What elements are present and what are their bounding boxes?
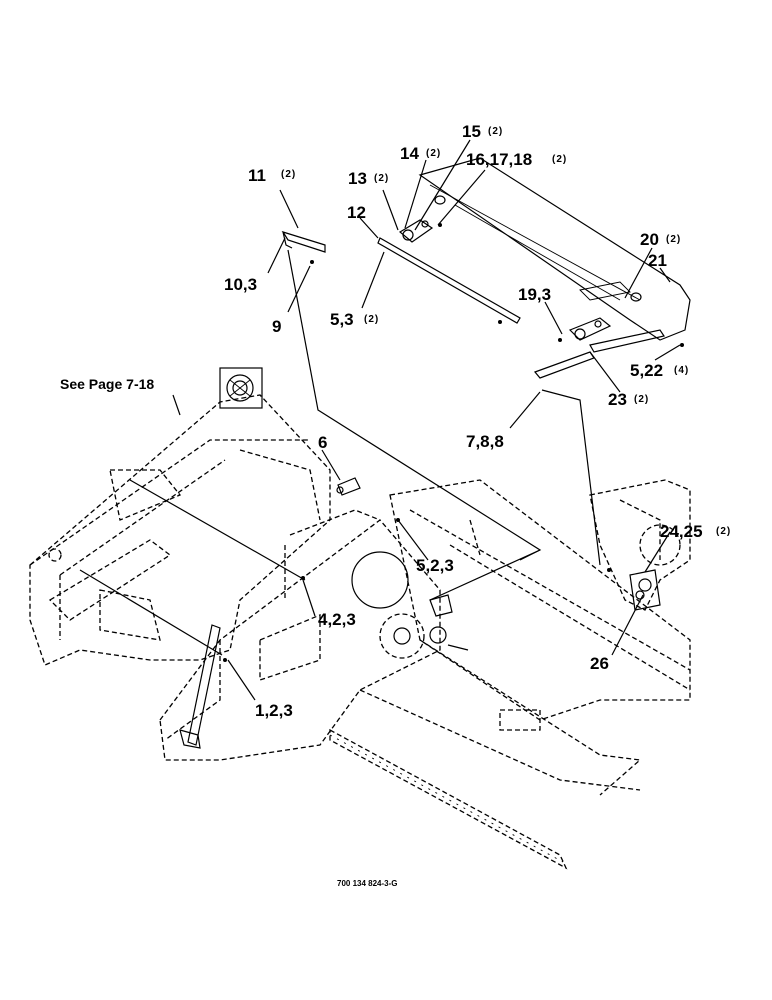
callout-qty: (2) [634,394,649,405]
callout-qty: (2) [666,234,681,245]
callout-qty: (2) [364,314,379,325]
hinge-bracket-right [533,317,684,379]
callout-26: 26 [590,654,609,673]
callout-19-3: 19,3 [518,285,551,304]
callout-qty: (2) [374,173,389,184]
callout-label: 1,2,3 [255,701,293,720]
callout-label: 26 [590,654,609,673]
callout-label: 7,8,8 [466,432,504,451]
callout-24-25: 24,25 (2) [660,522,731,541]
callout-label: 14 [400,144,419,163]
callout-4-2-3: 4,2,3 [318,610,356,629]
callout-label: 24,25 [660,522,703,541]
callout-label: 19,3 [518,285,551,304]
callout-label: 16,17,18 [466,150,532,169]
callout-9: 9 [272,317,281,336]
callout-10-3: 10,3 [224,275,257,294]
callout-label: 9 [272,317,281,336]
assembly-lines [79,249,601,656]
callout-label: 13 [348,169,367,188]
callout-label: 4,2,3 [318,610,356,629]
callout-label: 21 [648,251,667,270]
sprocket [379,594,469,659]
left-housing [29,367,331,666]
callout-21: 21 [648,251,667,270]
callout-14: 14 (2) [400,144,441,163]
callout-12: 12 [347,203,366,222]
callout-11: 11 (2) [248,166,296,185]
callout-7-8-8: 7,8,8 [466,432,504,451]
callout-23: 23 (2) [608,390,649,409]
reference-note: See Page 7-18 [60,376,154,392]
callout-label: 6 [318,433,327,452]
callout-label: 5,3 [330,310,354,329]
center-panel [159,477,441,761]
callout-qty: (2) [281,169,296,180]
callout-1-2-3: 1,2,3 [255,701,293,720]
drawing-number: 700 134 824-3-G [337,879,398,888]
lower-frame [359,479,691,796]
hinge-bracket-left [398,219,442,243]
callout-label: 5,2,3 [416,556,454,575]
callout-qty: (2) [552,154,567,165]
callout-5-3: 5,3 (2) [330,310,379,329]
callout-leaders [172,139,681,701]
bracket-part-11 [281,230,326,264]
rod-part-12 [377,237,521,324]
callout-5-22: 5,22 (4) [630,361,689,380]
callout-label: 15 [462,122,481,141]
callout-label: 23 [608,390,627,409]
right-end-frame [589,479,691,611]
callout-label: 20 [640,230,659,249]
callout-label: 11 [248,166,266,185]
callout-16-17-18: 16,17,18 (2) [466,150,567,169]
link-rod-part-1 [179,624,221,749]
callout-qty: (2) [488,126,503,137]
callout-15: 15 (2) [462,122,503,141]
callout-13: 13 (2) [348,169,389,188]
callout-qty: (2) [426,148,441,159]
callout-qty: (4) [674,365,689,376]
callout-5-2-3: 5,2,3 [416,556,454,575]
callout-label: 10,3 [224,275,257,294]
cutter-bar [329,728,568,870]
top-shield-part-21 [418,157,691,341]
callout-label: 12 [347,203,366,222]
callout-qty: (2) [716,526,731,537]
callout-label: 5,22 [630,361,663,380]
callout-20: 20 (2) [640,230,681,249]
callout-6: 6 [318,433,327,452]
